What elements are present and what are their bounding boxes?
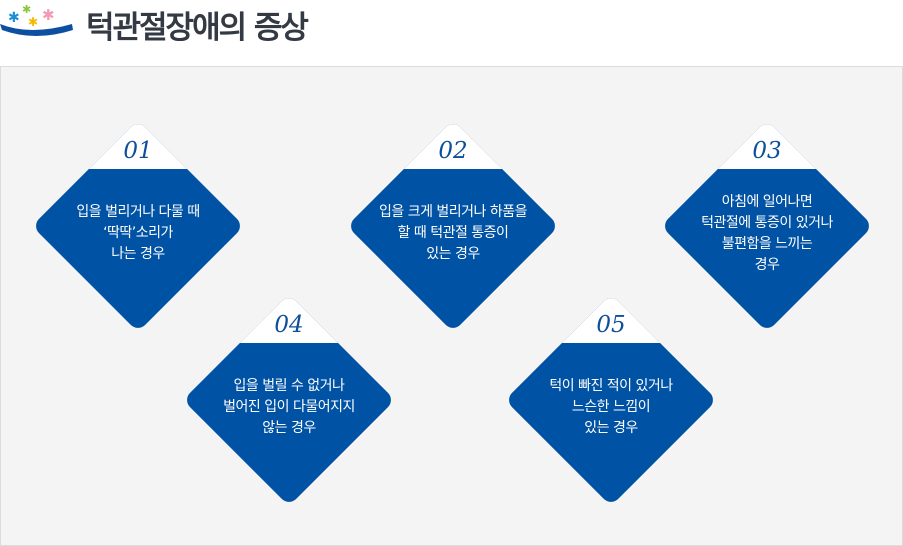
logo-icon: ✱ ✱ ✱ ✱	[0, 3, 73, 36]
symptom-text-line: 입을 벌리거나 다물 때	[76, 204, 200, 220]
svg-text:✱: ✱	[42, 6, 55, 24]
symptom-text-line: 불편함을 느끼는	[721, 236, 813, 252]
svg-text:✱: ✱	[8, 10, 20, 26]
symptom-text-line: 턱이 빠진 적이 있거나	[549, 378, 673, 394]
symptom-text-line: 않는 경우	[262, 420, 316, 436]
symptom-text-line: 있는 경우	[426, 246, 480, 262]
symptom-text-line: 입을 크게 벌리거나 하품을	[378, 204, 528, 220]
symptom-text-line: 나는 경우	[111, 246, 165, 262]
symptom-text-line: 느슨한 느낌이	[571, 399, 651, 415]
symptom-number: 01	[123, 138, 153, 164]
symptom-number: 03	[752, 138, 782, 164]
svg-text:✱: ✱	[22, 3, 31, 16]
page-title: 턱관절장애의 증상	[86, 10, 309, 46]
symptom-text-line: 할 때 턱관절 통증이	[397, 225, 509, 241]
symptom-text-line: 벌어진 입이 다물어지지	[223, 399, 355, 415]
symptom-number: 02	[438, 138, 468, 164]
symptom-text-line: 있는 경우	[584, 420, 638, 436]
svg-text:✱: ✱	[28, 15, 38, 29]
symptom-text-line: 턱관절에 통증이 있거나	[701, 215, 833, 231]
symptom-text-line: ‘딱딱’소리가	[103, 225, 173, 241]
symptom-text-line: 경우	[754, 257, 780, 273]
symptom-text-line: 아침에 일어나면	[721, 194, 813, 210]
symptom-number: 05	[596, 312, 626, 338]
symptom-text-line: 입을 벌릴 수 없거나	[233, 378, 345, 394]
symptom-number: 04	[274, 312, 304, 338]
